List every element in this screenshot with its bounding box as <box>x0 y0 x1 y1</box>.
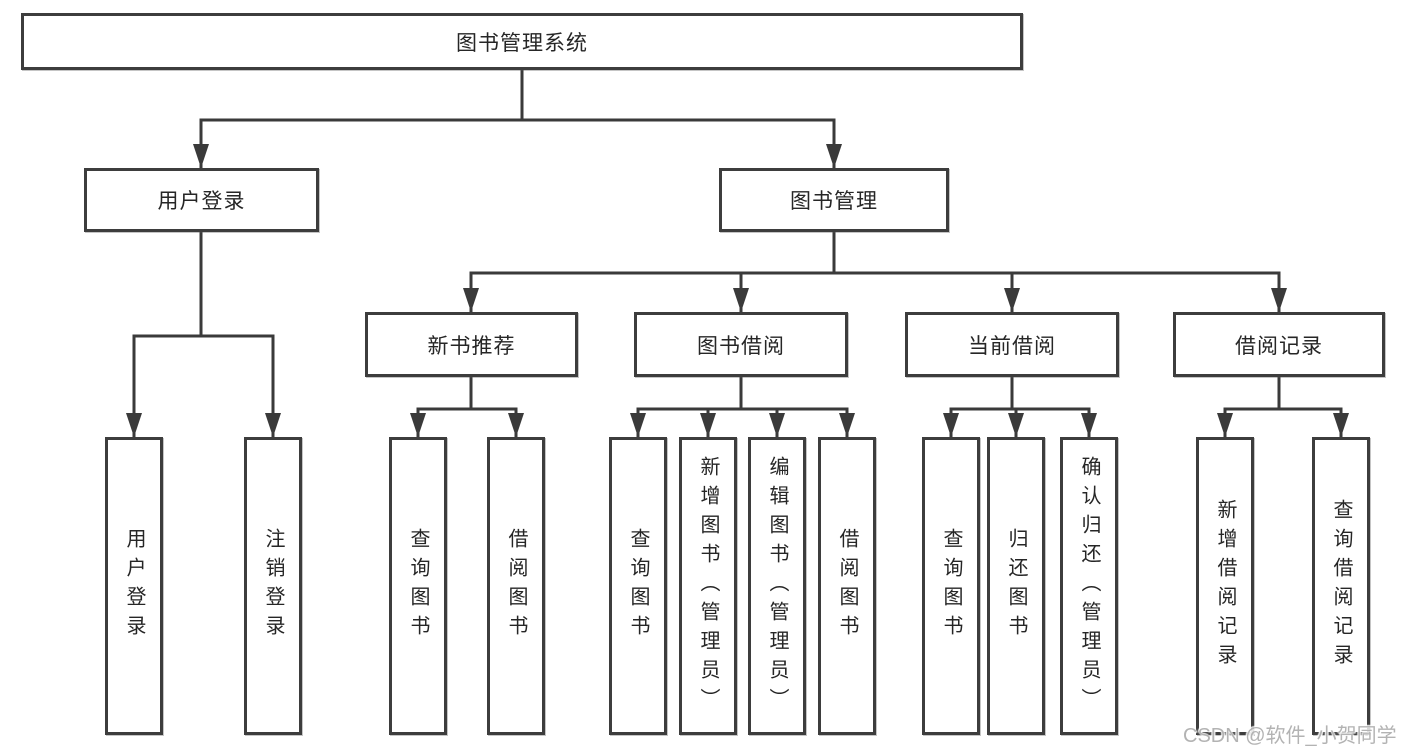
node-leaf-query-book-recommend: 查询图书 <box>389 437 447 735</box>
node-book-management: 图书管理 <box>719 168 949 232</box>
node-leaf-logout: 注销登录 <box>244 437 302 735</box>
node-leaf-borrow-book-recommend: 借阅图书 <box>487 437 545 735</box>
node-leaf-query-book-borrowing: 查询图书 <box>609 437 667 735</box>
node-leaf-user-login: 用户登录 <box>105 437 163 735</box>
node-leaf-return-book: 归还图书 <box>987 437 1045 735</box>
node-borrowing-records: 借阅记录 <box>1173 312 1385 377</box>
node-book-borrowing: 图书借阅 <box>634 312 848 377</box>
connector-skeleton <box>132 69 1343 411</box>
node-new-book-recommend: 新书推荐 <box>365 312 578 377</box>
node-leaf-edit-book-admin: 编辑图书（管理员） <box>748 437 806 735</box>
node-leaf-query-book-current: 查询图书 <box>922 437 980 735</box>
node-leaf-borrow-book-borrowing: 借阅图书 <box>818 437 876 735</box>
node-current-borrowing: 当前借阅 <box>905 312 1119 377</box>
node-leaf-add-book-admin: 新增图书（管理员） <box>679 437 737 735</box>
node-leaf-confirm-return-admin: 确认归还（管理员） <box>1060 437 1118 735</box>
node-root-system: 图书管理系统 <box>21 13 1023 70</box>
node-leaf-add-borrow-record: 新增借阅记录 <box>1196 437 1254 735</box>
node-leaf-query-borrow-record: 查询借阅记录 <box>1312 437 1370 735</box>
csdn-watermark: CSDN @软件_小贺同学 <box>1183 725 1397 747</box>
node-user-login: 用户登录 <box>84 168 319 232</box>
